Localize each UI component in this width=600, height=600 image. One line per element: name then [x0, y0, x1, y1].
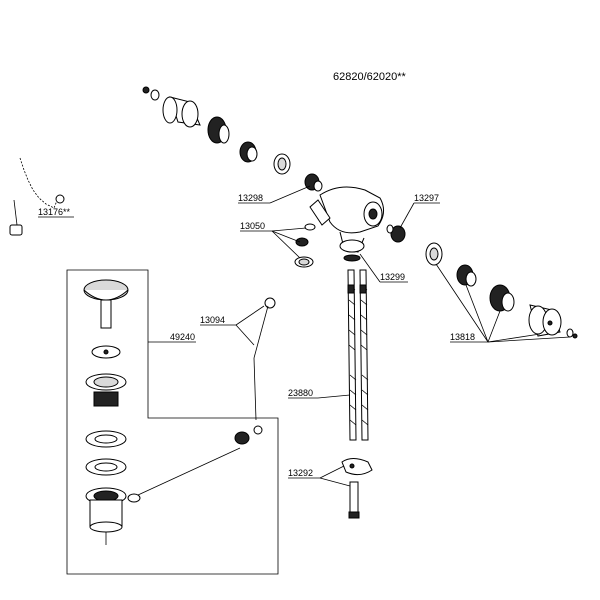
- right-handle-parts: [425, 242, 578, 339]
- label-13292: 13292: [288, 468, 313, 478]
- label-13299: 13299: [380, 272, 405, 282]
- spout-connector: [386, 224, 406, 243]
- drain-parts: [83, 279, 129, 545]
- mounting-hardware: [341, 458, 373, 519]
- label-23880: 23880: [288, 388, 313, 398]
- pivot-rod: [127, 425, 263, 503]
- chain-plug-assembly: [9, 157, 65, 236]
- label-13094: 13094: [200, 315, 225, 325]
- model-number: 62820/62020**: [333, 71, 407, 83]
- label-13050: 13050: [240, 221, 265, 231]
- left-handle-parts: [142, 86, 323, 192]
- supply-hoses: [347, 269, 369, 441]
- label-13298: 13298: [238, 193, 263, 203]
- lift-rod: [253, 297, 276, 421]
- aerator-parts: [294, 223, 316, 268]
- label-49240: 49240: [170, 332, 195, 342]
- label-13176: 13176**: [38, 207, 71, 217]
- label-13297: 13297: [414, 193, 439, 203]
- drain-assembly-frame: [66, 269, 279, 575]
- faucet-body: [309, 186, 384, 262]
- label-13818: 13818: [450, 332, 475, 342]
